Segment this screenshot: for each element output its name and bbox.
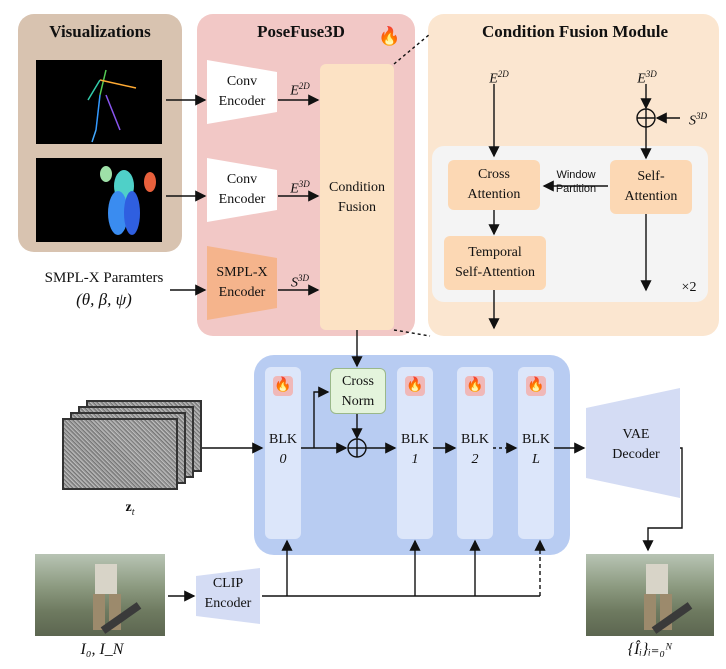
e3d-label: E3D (290, 179, 310, 197)
noise-frame-1 (62, 418, 178, 490)
cfm-title: Condition Fusion Module (481, 22, 669, 41)
inputs-label: I₀, I_N (80, 641, 124, 658)
clip-encoder-shape (196, 568, 260, 624)
condition-fusion-box (320, 64, 394, 330)
cfm-s3d-label: S3D (689, 111, 707, 129)
blk-L-flame-icon: 🔥 (526, 376, 546, 396)
cross-attention-box (448, 160, 540, 210)
s3d-label: S3D (291, 273, 309, 291)
conv-encoder-1-shape (207, 60, 277, 124)
output-label: {Îᵢ}ᵢ₌₀ᴺ (627, 641, 673, 658)
smplx-params-symbols: (θ, β, ψ) (76, 290, 132, 309)
e2d-label: E2D (290, 81, 310, 99)
posefuse3d-title: PoseFuse3D (257, 22, 345, 41)
cfm-e3d-label: E3D (637, 69, 657, 87)
smplx-params-label: SMPL-X Paramters (44, 270, 164, 286)
blk-2-flame-icon: 🔥 (465, 376, 485, 396)
blk-1-flame-icon: 🔥 (405, 376, 425, 396)
blk-0-flame-icon: 🔥 (273, 376, 293, 396)
cross-norm-box (330, 368, 386, 414)
output-frames-photo (586, 554, 714, 636)
conv-encoder-2-shape (207, 158, 277, 222)
self-attention-box (610, 160, 692, 214)
visualizations-title: Visualizations (49, 22, 151, 41)
smplx-encoder-shape (207, 246, 277, 320)
zt-label: zt (125, 500, 135, 518)
temporal-attention-box (444, 236, 546, 290)
3d-mesh-visualization (36, 158, 162, 242)
self-attention-label: Self-Attention (624, 169, 678, 204)
times-two-label: ×2 (681, 280, 697, 295)
cfm-e2d-label: E2D (489, 69, 509, 87)
input-frames-photo (35, 554, 165, 636)
vae-decoder-shape (586, 388, 680, 498)
2d-pose-visualization (36, 60, 162, 144)
posefuse-flame-icon: 🔥 (378, 26, 401, 46)
